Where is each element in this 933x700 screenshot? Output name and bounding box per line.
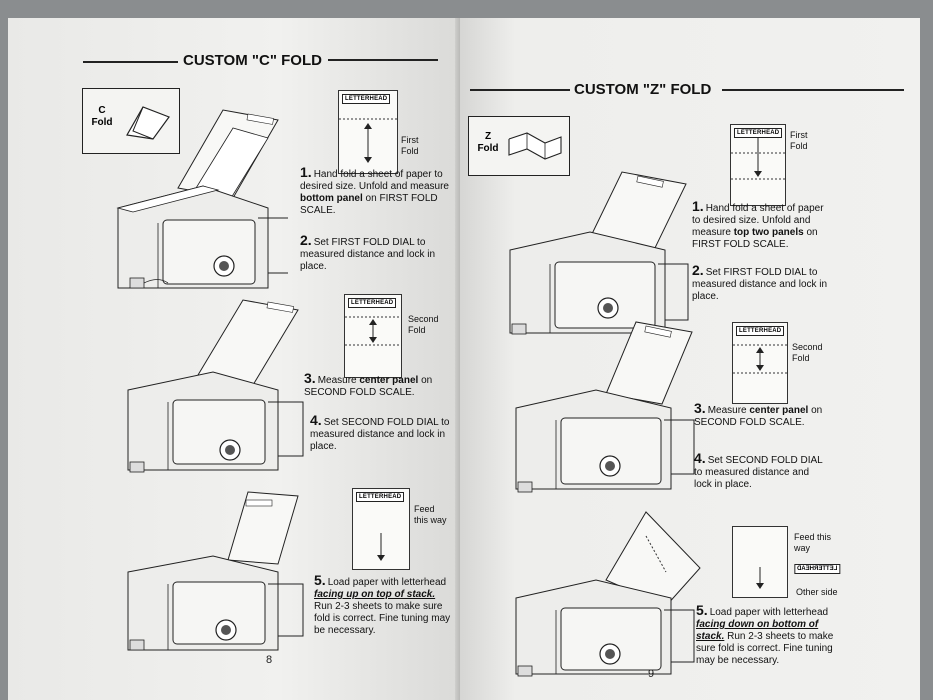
arrow-up-down-icon	[339, 118, 397, 163]
folder-machine-illustration	[116, 109, 288, 289]
second-fold-label: Second Fold	[408, 314, 439, 335]
letterhead-label: LETTERHEAD	[348, 298, 397, 308]
letterhead-reversed-label: LETTERHEAD	[794, 564, 841, 574]
c-fold-letter: C	[98, 105, 106, 116]
step-5: 5.Load paper with letterhead facing down…	[696, 602, 834, 666]
z-fold-letter: Z	[484, 131, 492, 142]
folder-machine-illustration	[509, 171, 689, 335]
letterhead-label: LETTERHEAD	[736, 326, 785, 336]
first-fold-sheet: LETTERHEAD	[730, 124, 786, 206]
z-fold-box: Z Fold	[468, 116, 570, 176]
page-number-right: 9	[648, 668, 655, 680]
step-1: 1.Hand fold a sheet of paper to desired …	[692, 198, 824, 250]
first-fold-label: First Fold	[401, 135, 419, 156]
first-fold-sheet: LETTERHEAD	[338, 90, 398, 174]
title-rule-left	[470, 89, 570, 91]
feed-label: Feed this way	[794, 532, 832, 553]
folder-machine-illustration	[515, 511, 701, 677]
folder-machine-illustration	[515, 321, 695, 493]
feed-sheet: LETTERHEAD	[352, 488, 410, 570]
arrow-down-icon	[756, 567, 764, 589]
arrow-down-icon	[731, 137, 785, 180]
z-fold-icon	[508, 132, 562, 160]
folder-machine-illustration	[127, 491, 304, 651]
page-number-left: 8	[266, 654, 273, 666]
second-fold-sheet: LETTERHEAD	[732, 322, 788, 404]
feed-label: Feed this way	[414, 504, 447, 525]
feed-sheet	[732, 526, 788, 598]
title-rule-right	[722, 89, 904, 91]
step-2: 2.Set FIRST FOLD DIAL to measured distan…	[300, 232, 436, 272]
letterhead-label: LETTERHEAD	[356, 492, 405, 502]
title-rule-left	[83, 61, 178, 63]
second-fold-label: Second Fold	[792, 342, 823, 363]
step-5: 5.Load paper with letterhead facing up o…	[314, 572, 451, 636]
step-3: 3.Measure center panel on SECOND FOLD SC…	[304, 370, 433, 398]
step-1: 1.Hand fold a sheet of paper to desired …	[300, 164, 449, 216]
step-4: 4.Set SECOND FOLD DIAL to measured dista…	[310, 412, 450, 452]
step-3: 3.Measure center panel on SECOND FOLD SC…	[694, 400, 823, 428]
right-page: CUSTOM "Z" FOLD Z Fold	[460, 18, 920, 700]
z-fold-word: Fold	[477, 143, 499, 154]
page-title-z-fold: CUSTOM "Z" FOLD	[574, 81, 712, 98]
c-fold-box: C Fold	[82, 88, 180, 154]
left-page: CUSTOM "C" FOLD C Fold	[8, 18, 460, 700]
step-2: 2.Set FIRST FOLD DIAL to measured distan…	[692, 262, 828, 302]
arrow-up-down-icon	[733, 344, 787, 374]
letterhead-label: LETTERHEAD	[342, 94, 391, 104]
step-4: 4.Set SECOND FOLD DIAL to measured dista…	[694, 450, 823, 490]
c-fold-word: Fold	[91, 117, 113, 128]
arrow-down-icon	[377, 533, 385, 561]
title-rule-right	[328, 59, 438, 61]
other-side-label: Other side	[796, 587, 838, 597]
c-fold-icon	[126, 106, 170, 140]
folder-machine-illustration	[127, 299, 304, 473]
arrow-up-down-icon	[345, 316, 401, 346]
first-fold-label: First Fold	[790, 130, 808, 151]
second-fold-sheet: LETTERHEAD	[344, 294, 402, 378]
page-title-c-fold: CUSTOM "C" FOLD	[183, 52, 322, 69]
